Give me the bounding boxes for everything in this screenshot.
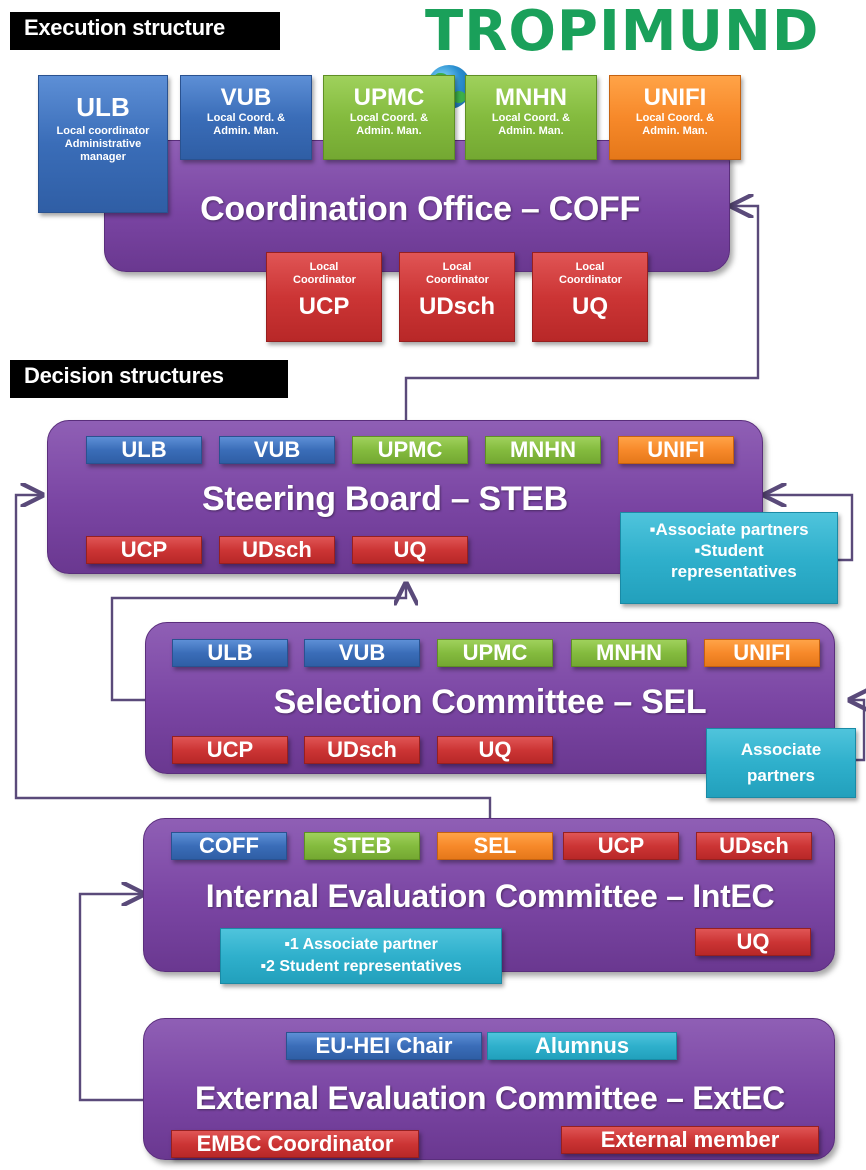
decision-structures-label: Decision structures	[10, 360, 288, 398]
extec-alumnus: Alumnus	[487, 1032, 677, 1060]
sel-uq: UQ	[437, 736, 553, 764]
steb-unifi: UNIFI	[618, 436, 734, 464]
coff-vub-sub: Local Coord. & Admin. Man.	[206, 112, 286, 137]
extec-embc-coordinator: EMBC Coordinator	[171, 1130, 419, 1158]
intec-udsch: UDsch	[696, 832, 812, 860]
intec-side-students: ▪2 Student representatives	[260, 958, 462, 975]
steb-vub: VUB	[219, 436, 335, 464]
sel-side-box: Associate partners	[706, 728, 856, 798]
coff-panel	[104, 140, 730, 272]
coff-ulb-sub: Local coordinator Administrative manager	[56, 125, 150, 163]
intec-steb: STEB	[304, 832, 420, 860]
steb-udsch: UDsch	[219, 536, 335, 564]
extec-eu-hei-chair: EU-HEI Chair	[286, 1032, 482, 1060]
steb-side-box: ▪Associate partners ▪Student representat…	[620, 512, 838, 604]
arrow-steb-to-coff	[404, 206, 760, 420]
steb-title: Steering Board – STEB	[202, 480, 568, 518]
sel-upmc: UPMC	[437, 639, 553, 667]
steb-ucp: UCP	[86, 536, 202, 564]
coff-ucp-box: Local Coordinator UCP	[266, 252, 382, 342]
coff-title: Coordination Office – COFF	[200, 190, 640, 228]
sel-ucp: UCP	[172, 736, 288, 764]
tropimundo-logo: TROPIMUND	[425, 4, 865, 109]
coff-mnhn-sub: Local Coord. & Admin. Man.	[491, 112, 571, 137]
coff-udsch-box: Local Coordinator UDsch	[399, 252, 515, 342]
arrow-sel-to-steb	[110, 584, 406, 702]
coff-unifi-name: UNIFI	[643, 84, 707, 111]
coff-upmc-box: UPMC Local Coord. & Admin. Man.	[323, 75, 455, 160]
intec-side-box: ▪1 Associate partner ▪2 Student represen…	[220, 928, 502, 984]
execution-structure-label: Execution structure	[10, 12, 280, 50]
arrow-side-to-steb	[765, 495, 854, 562]
sel-ulb: ULB	[172, 639, 288, 667]
coff-vub-name: VUB	[220, 84, 272, 111]
steb-upmc: UPMC	[352, 436, 468, 464]
coff-upmc-name: UPMC	[353, 84, 425, 111]
sel-unifi: UNIFI	[704, 639, 820, 667]
coff-uq-sub: Local Coordinator	[559, 261, 622, 286]
arrow-side-to-sel	[850, 700, 864, 762]
coff-ucp-sub: Local Coordinator	[293, 261, 356, 286]
steb-mnhn: MNHN	[485, 436, 601, 464]
intec-side-associate: ▪1 Associate partner	[284, 936, 438, 953]
coff-mnhn-box: MNHN Local Coord. & Admin. Man.	[465, 75, 597, 160]
coff-udsch-sub: Local Coordinator	[426, 261, 489, 286]
coff-upmc-sub: Local Coord. & Admin. Man.	[349, 112, 429, 137]
arrow-intec-to-steb	[14, 495, 492, 818]
sel-udsch: UDsch	[304, 736, 420, 764]
intec-title: Internal Evaluation Committee – IntEC	[205, 878, 775, 914]
sel-mnhn: MNHN	[571, 639, 687, 667]
coff-unifi-box: UNIFI Local Coord. & Admin. Man.	[609, 75, 741, 160]
coff-vub-box: VUB Local Coord. & Admin. Man.	[180, 75, 312, 160]
sel-title: Selection Committee – SEL	[273, 683, 707, 721]
coff-unifi-sub: Local Coord. & Admin. Man.	[635, 112, 715, 137]
coff-udsch-name: UDsch	[418, 293, 496, 320]
sel-vub: VUB	[304, 639, 420, 667]
steb-ulb: ULB	[86, 436, 202, 464]
coff-ucp-name: UCP	[298, 293, 350, 320]
steb-side-associate: ▪Associate partners	[649, 520, 809, 539]
steb-side-students: ▪Student representatives	[671, 541, 797, 581]
steb-uq: UQ	[352, 536, 468, 564]
extec-title: External Evaluation Committee – ExtEC	[195, 1080, 785, 1116]
extec-external-member: External member	[561, 1126, 819, 1154]
coff-uq-box: Local Coordinator UQ	[532, 252, 648, 342]
intec-uq: UQ	[695, 928, 811, 956]
coff-uq-name: UQ	[572, 293, 608, 320]
coff-ulb-box: ULB Local coordinator Administrative man…	[38, 75, 168, 213]
intec-sel: SEL	[437, 832, 553, 860]
intec-coff: COFF	[171, 832, 287, 860]
intec-ucp: UCP	[563, 832, 679, 860]
logo-text: TROPIMUND	[425, 0, 820, 64]
coff-ulb-name: ULB	[76, 92, 130, 122]
coff-mnhn-name: MNHN	[495, 84, 567, 111]
arrow-extec-to-intec	[78, 894, 150, 1102]
